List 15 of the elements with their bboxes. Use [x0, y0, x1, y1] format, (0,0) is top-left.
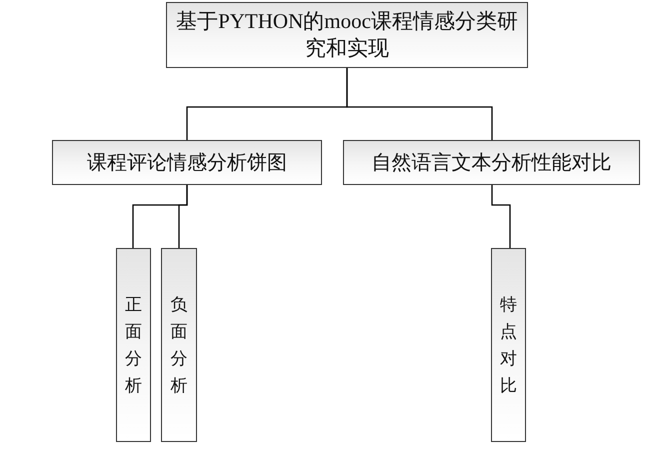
- connector-line: [178, 185, 188, 248]
- topic-box: [161, 248, 197, 442]
- topic-box: [52, 140, 322, 185]
- topic-box: [116, 248, 151, 442]
- topic-box: [491, 248, 526, 442]
- topic-box: [166, 2, 528, 68]
- topic-box: [343, 140, 640, 185]
- connector-line: [346, 68, 493, 140]
- box-label: 自然语言文本分析性能对比: [372, 150, 612, 176]
- box-label: 基于PYTHON的mooc课程情感分类研究和实现: [175, 8, 519, 62]
- box-label: 课程评论情感分析饼图: [87, 150, 287, 176]
- box-label: 正面分析: [125, 294, 142, 398]
- connector-line: [491, 185, 511, 248]
- box-label: 特点对比: [500, 294, 517, 398]
- box-label: 负面分析: [170, 294, 188, 398]
